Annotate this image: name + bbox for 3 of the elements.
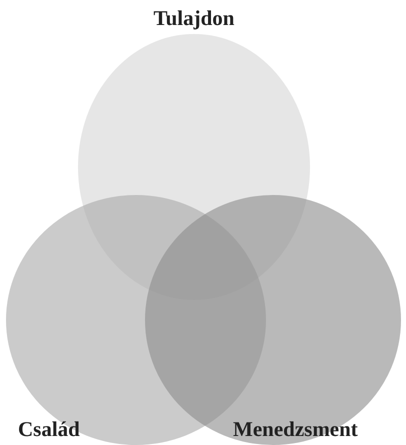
circle-label: Család — [18, 417, 80, 441]
circle-label: Menedzsment — [233, 417, 358, 441]
circle-label: Tulajdon — [154, 6, 234, 30]
